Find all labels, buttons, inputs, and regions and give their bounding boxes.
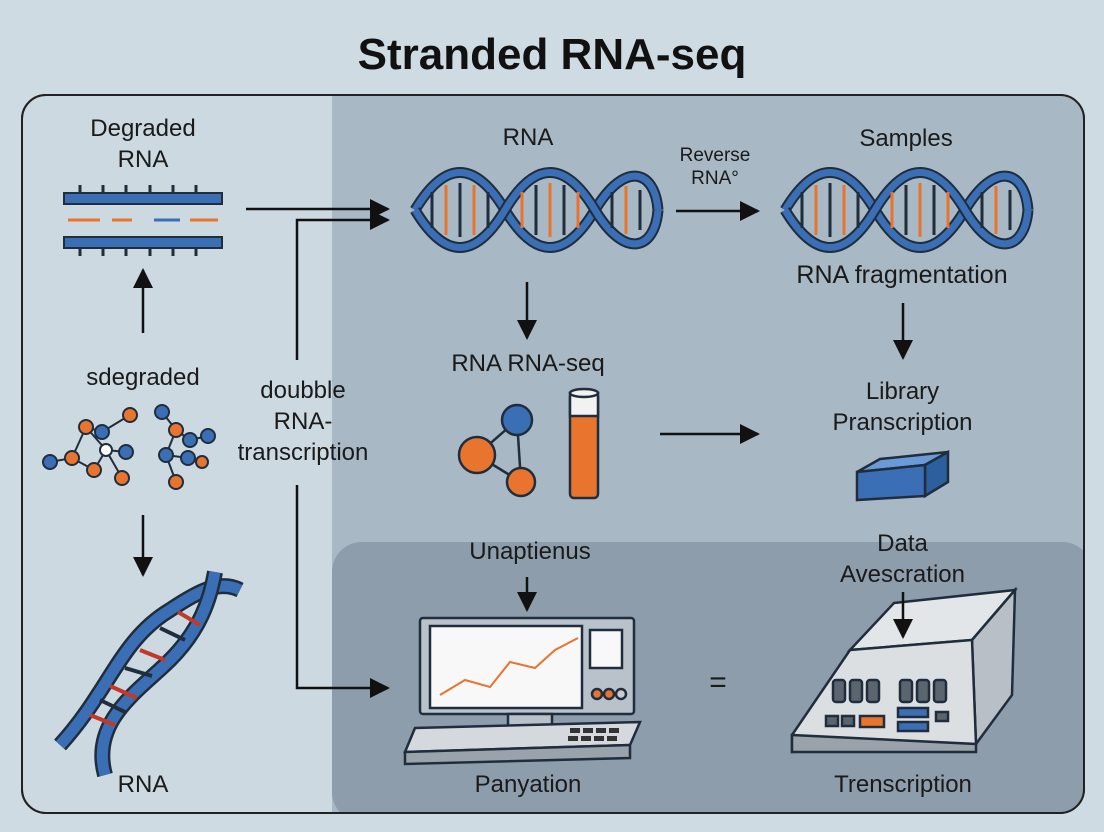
test-tube-icon [568, 387, 600, 500]
computer-monitor-icon [403, 616, 642, 766]
label-rna-rnaseq: RNA RNA-seq [451, 350, 605, 377]
label-sdegraded: sdegraded [86, 364, 200, 391]
label-equals: = [709, 666, 727, 699]
label-rna-fragmentation: RNA fragmentation [796, 261, 1008, 289]
label-unaptienus: Unaptienus [469, 538, 591, 565]
diagram-title: Stranded RNA-seq [357, 30, 747, 79]
sequencer-machine-icon [790, 586, 1019, 754]
library-box-icon [855, 449, 950, 502]
label-panyation: Panyation [474, 771, 582, 798]
arrow-doubble-to-rna [295, 210, 390, 360]
label-trenscription: Trenscription [834, 771, 972, 798]
molecule-network-icon [42, 404, 216, 490]
arrow-doubble-to-computer [295, 485, 390, 698]
label-rna-bottom: RNA [117, 771, 169, 798]
dna-helix-rna [410, 167, 664, 253]
double-helix-icon [54, 570, 244, 778]
label-rna-top: RNA [502, 124, 554, 151]
dna-strand-icon [63, 185, 223, 256]
dna-helix-samples [780, 167, 1034, 253]
flow-arrows [133, 199, 913, 698]
label-samples: Samples [859, 125, 953, 152]
molecule-icon [457, 403, 537, 498]
